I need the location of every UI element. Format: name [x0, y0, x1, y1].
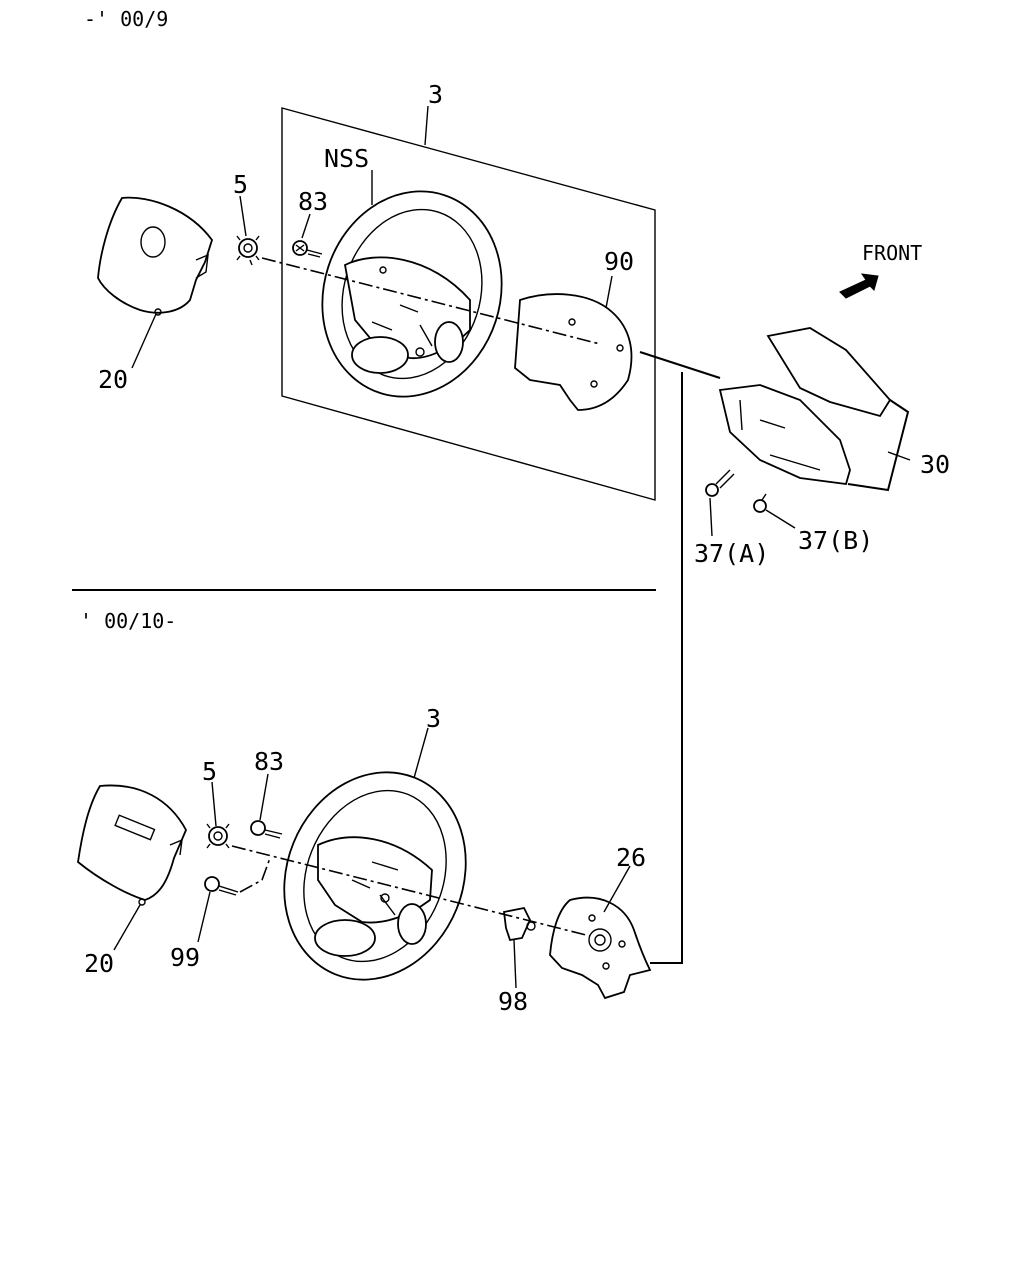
screw-b: [753, 493, 767, 513]
connector-vertical-line: [650, 372, 683, 964]
callout-horn-pad-top: 20: [98, 365, 128, 394]
callout-steering-wheel-bottom: 3: [426, 704, 441, 733]
callout-nut-bottom: 5: [202, 757, 217, 786]
callout-horn-pad-bottom: 20: [84, 949, 114, 978]
header-top-range: -' 00/9: [84, 7, 168, 31]
cover-top: [514, 293, 633, 411]
assembly-axis-top: [261, 257, 601, 345]
top-assembly: FRONT: [97, 105, 922, 537]
callout-screw-b: 37(B): [798, 526, 873, 555]
assembly-panel: [281, 107, 656, 501]
bracket-bottom: [503, 906, 536, 942]
callout-column-cover: 30: [920, 450, 950, 479]
callout-bolt-top: 83: [298, 187, 328, 216]
steering-wheel-bottom: [283, 771, 467, 981]
callout-bolt-bottom: 83: [254, 747, 284, 776]
column-cover-top: [718, 327, 910, 492]
callout-cover-top: 90: [604, 247, 634, 276]
bolt-top: [292, 240, 323, 258]
connector-leader-top: [639, 351, 721, 379]
screw-bottom: [204, 876, 239, 896]
header-bottom-range: ' 00/10-: [80, 609, 176, 633]
front-arrow-icon: [839, 273, 879, 299]
assembly-axis-bottom: [231, 845, 591, 937]
callout-bracket-bottom: 98: [498, 987, 528, 1016]
callout-steering-wheel-top: 3: [428, 80, 443, 109]
horn-pad-bottom: [77, 784, 187, 906]
callout-nut-top: 5: [233, 170, 248, 199]
screw-axis-bottom: [239, 857, 271, 893]
steering-wheel-top: [321, 190, 503, 398]
horn-pad-top: [97, 196, 213, 316]
nut-bottom: [206, 823, 230, 849]
callout-cover-bottom: 26: [616, 843, 646, 872]
callout-screw-a: 37(A): [694, 539, 769, 568]
callout-screw-bottom: 99: [170, 943, 200, 972]
bolt-bottom: [250, 820, 283, 839]
bottom-assembly: [77, 727, 652, 1000]
screw-a: [705, 469, 735, 497]
front-label: FRONT: [862, 241, 922, 265]
nut-top: [236, 235, 260, 266]
callout-nss: NSS: [324, 144, 369, 173]
cover-bottom: [549, 896, 652, 1000]
